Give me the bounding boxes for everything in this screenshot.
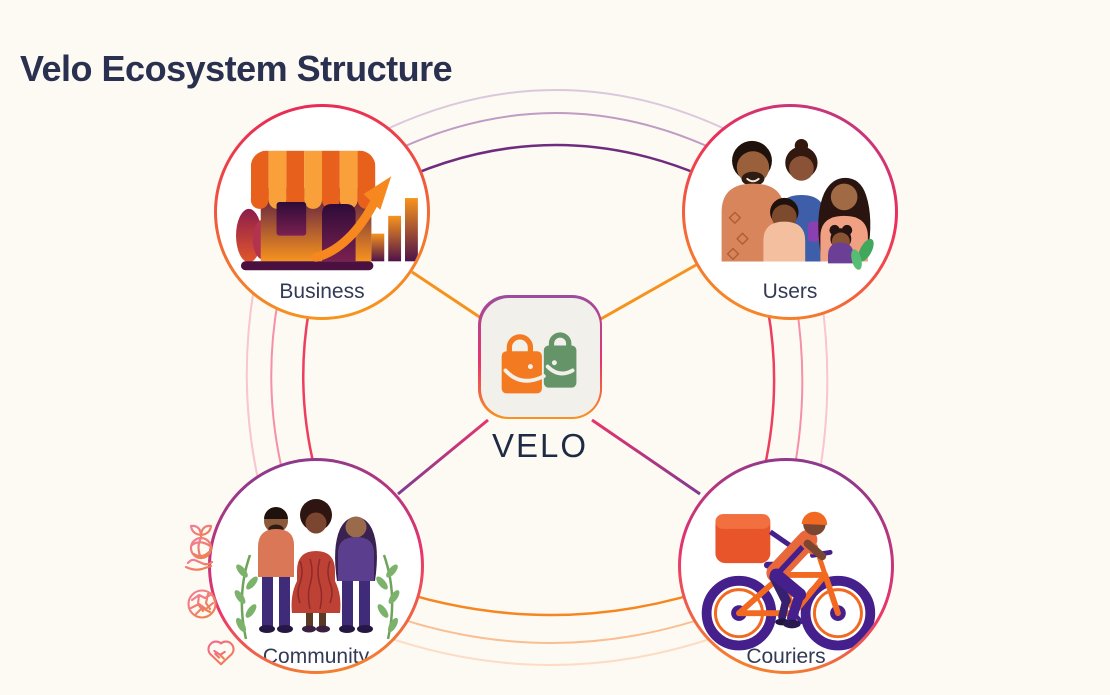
courier-bicycle-illustration <box>701 511 876 651</box>
velo-hub-card <box>478 295 602 419</box>
node-label-business: Business <box>279 280 365 303</box>
node-label-community: Community <box>262 645 370 668</box>
community-people-illustration <box>234 499 400 640</box>
arc-left-outer <box>245 287 261 489</box>
hand-globe-sprout-icon <box>181 523 221 576</box>
node-label-users: Users <box>762 280 818 303</box>
node-label-couriers: Couriers <box>746 645 826 668</box>
arc-top-outer <box>349 89 763 149</box>
arc-left-middle <box>270 299 285 479</box>
arc-bottom-middle <box>374 609 728 644</box>
arc-right-inner <box>762 309 776 471</box>
spoke-couriers <box>591 418 701 496</box>
node-users: Users <box>682 104 898 320</box>
page-title: Velo Ecosystem Structure <box>20 48 453 90</box>
global-network-icon <box>184 585 220 628</box>
velo-hub-card-face <box>480 297 600 417</box>
family-illustration <box>721 138 874 270</box>
heart-handshake-icon <box>202 633 240 674</box>
arc-right-middle <box>792 301 804 477</box>
node-users-circle: Users <box>685 107 895 317</box>
hub-label: VELO <box>491 427 589 464</box>
arc-top-middle <box>357 112 755 171</box>
velo-logo-shopping-bags-icon <box>501 332 577 394</box>
spoke-users <box>598 263 697 322</box>
node-couriers-circle: Couriers <box>681 461 891 671</box>
spoke-community <box>397 418 489 496</box>
node-business-circle: Business <box>217 107 427 317</box>
arc-bottom-inner <box>379 583 723 617</box>
storefront-growth-illustration <box>236 150 418 271</box>
node-couriers: Couriers <box>678 458 894 674</box>
arc-bottom-outer <box>371 631 731 666</box>
spoke-business <box>411 270 482 320</box>
node-community-circle: Community <box>211 461 421 671</box>
arc-left-inner <box>302 309 317 471</box>
arc-right-outer <box>817 293 829 483</box>
node-business: Business <box>214 104 430 320</box>
node-community: Community <box>208 458 424 674</box>
